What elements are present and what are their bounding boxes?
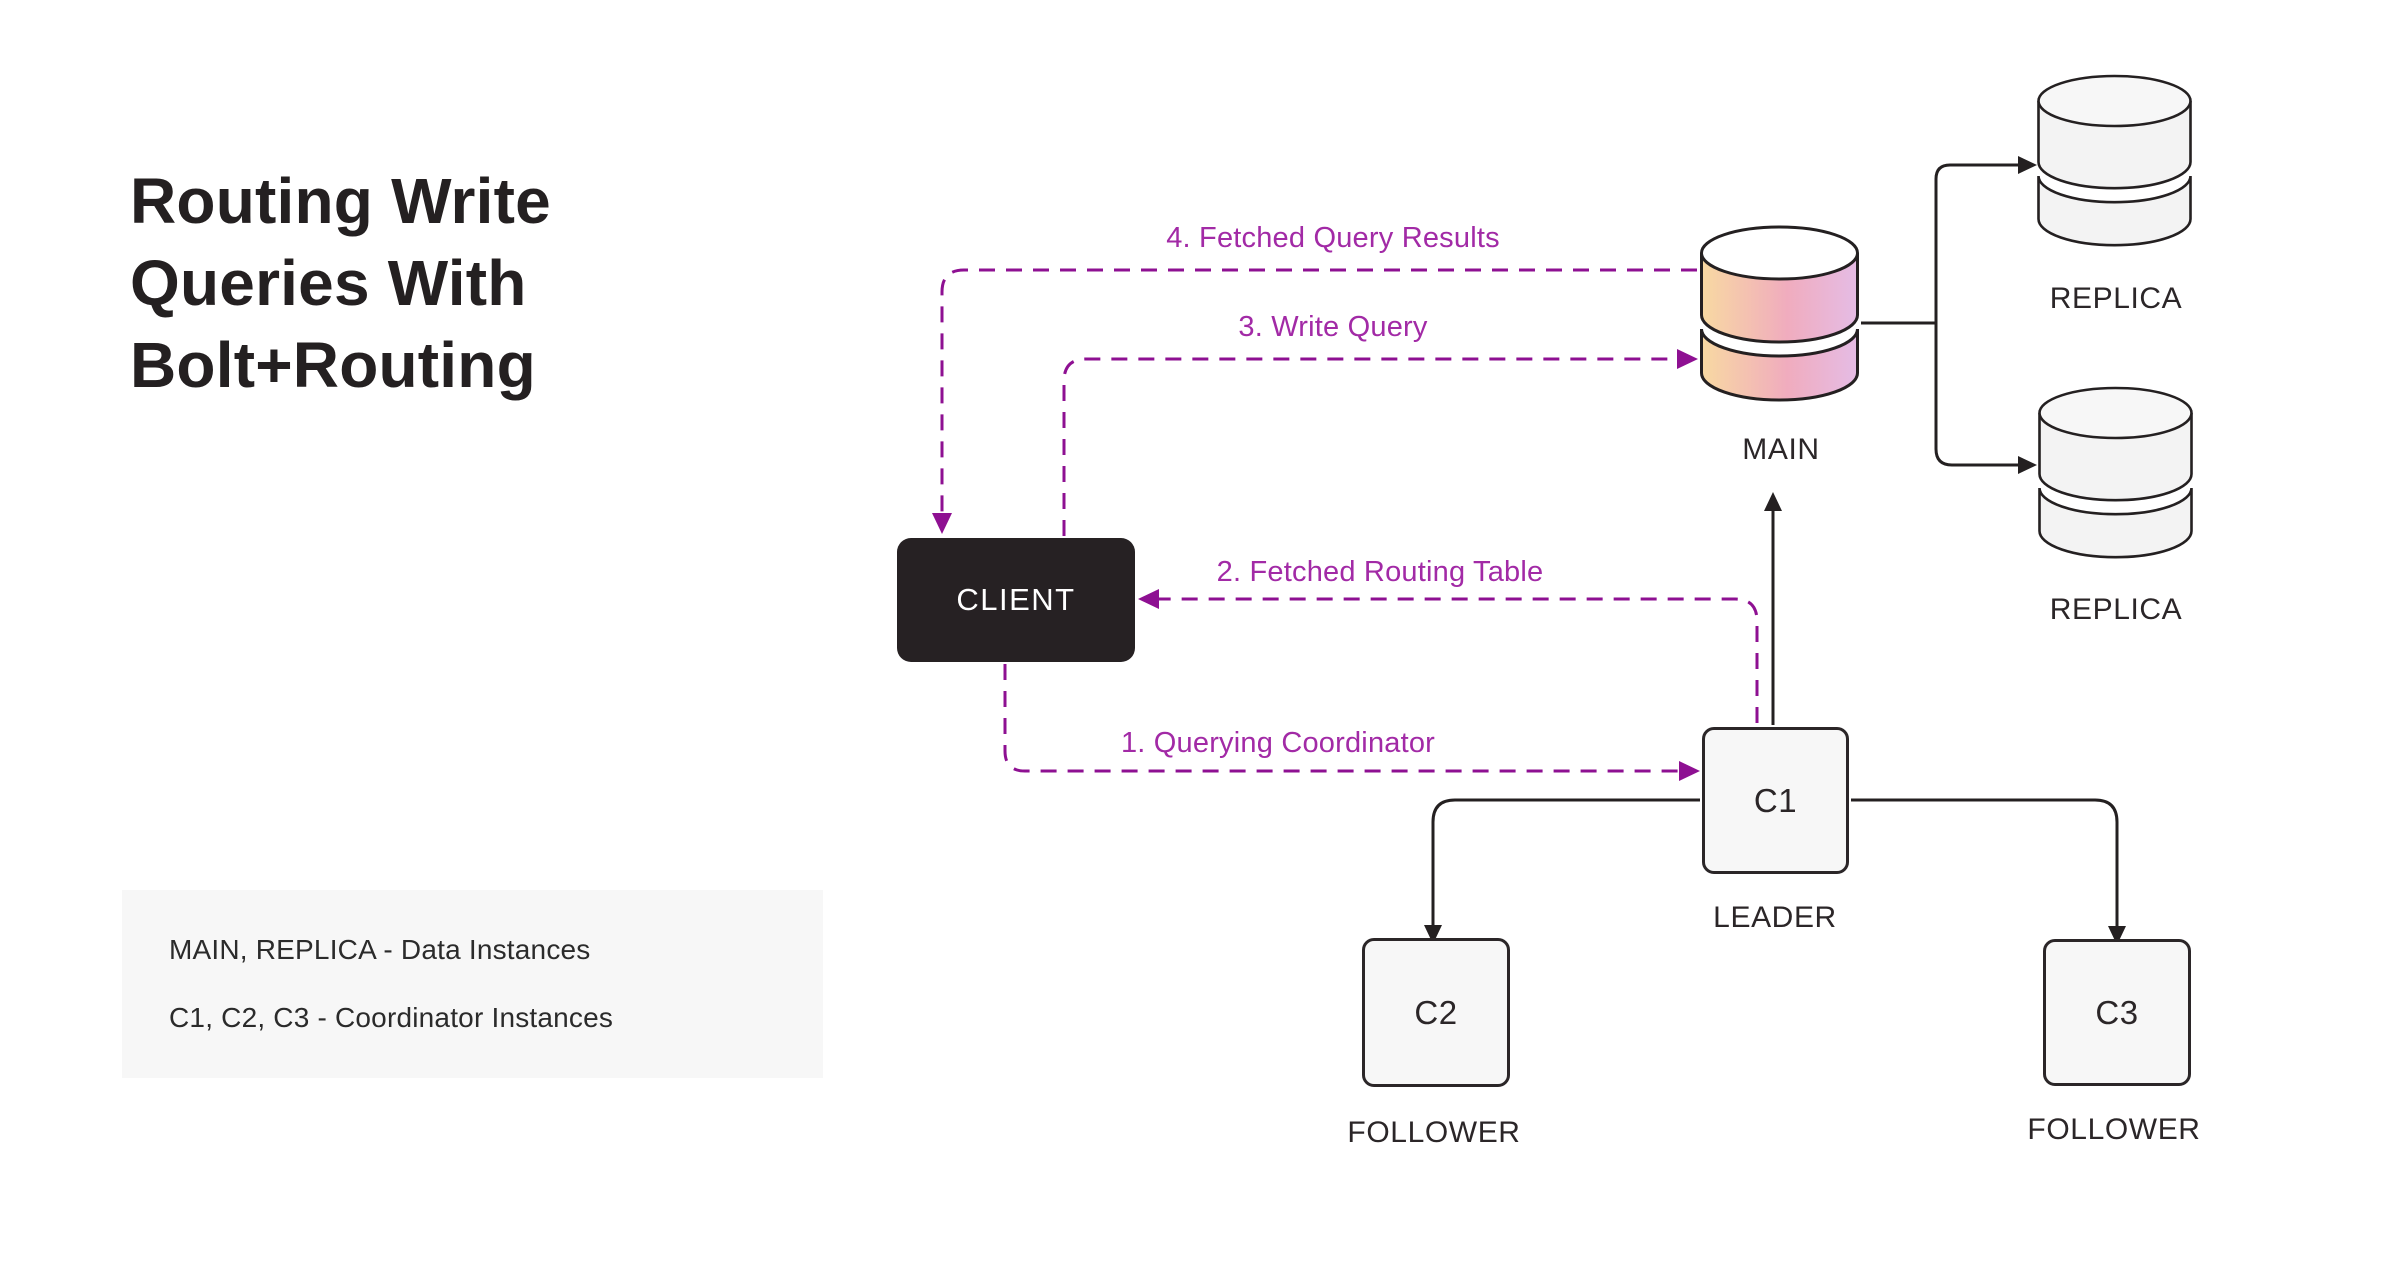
flow-label-2: 2. Fetched Routing Table: [1216, 556, 1544, 588]
follower-label-c2: FOLLOWER: [1347, 1116, 1521, 1149]
flow-label-1: 1. Querying Coordinator: [1120, 727, 1436, 759]
c2-label: C2: [1414, 993, 1458, 1031]
c1-label: C1: [1753, 781, 1798, 819]
coordinator-node-c2: C2: [1362, 938, 1510, 1087]
replica-bottom-arrowhead-icon: [2018, 456, 2037, 474]
flow-3-arrowhead-icon: [1677, 349, 1698, 369]
replica-top-label: REPLICA: [2049, 282, 2183, 315]
replica-top-arrowhead-icon: [2018, 156, 2037, 174]
client-node: CLIENT: [897, 538, 1135, 662]
legend-panel: MAIN, REPLICA - Data Instances C1, C2, C…: [122, 890, 823, 1078]
main-arrowhead-icon: [1764, 492, 1782, 511]
replica-bottom-database-icon: [2038, 386, 2193, 559]
client-label: CLIENT: [956, 582, 1076, 617]
replica-top-database-icon: [2037, 74, 2192, 247]
flow-4-arrowhead-icon: [932, 513, 952, 534]
main-database-icon: [1700, 225, 1859, 402]
coordinator-node-c1: C1: [1702, 727, 1849, 874]
legend-item-data-instances: MAIN, REPLICA - Data Instances: [169, 934, 591, 965]
flow-2-fetched-routing-table-path: [1154, 597, 1759, 723]
leader-label: LEADER: [1713, 901, 1837, 934]
c1-to-c3-line: [1851, 798, 2119, 929]
flow-1-arrowhead-icon: [1679, 761, 1700, 781]
follower-label-c3: FOLLOWER: [2027, 1113, 2201, 1146]
main-label: MAIN: [1742, 433, 1820, 466]
flow-3-write-query-path: [1062, 357, 1680, 536]
flow-2-arrowhead-icon: [1138, 589, 1159, 609]
c1-to-c2-line: [1431, 798, 1700, 928]
page-title: Routing Write Queries With Bolt+Routing: [130, 165, 551, 401]
flow-label-4: 4. Fetched Query Results: [1166, 222, 1500, 254]
replica-bottom-label: REPLICA: [2049, 593, 2183, 626]
coordinator-node-c3: C3: [2043, 939, 2191, 1086]
c3-label: C3: [2095, 993, 2139, 1031]
legend-item-coordinator-instances: C1, C2, C3 - Coordinator Instances: [169, 1002, 614, 1033]
flow-4-fetched-query-results-path: [940, 268, 1697, 518]
flow-label-3: 3. Write Query: [1238, 311, 1428, 343]
main-to-replicas-connector: [1861, 163, 2020, 467]
